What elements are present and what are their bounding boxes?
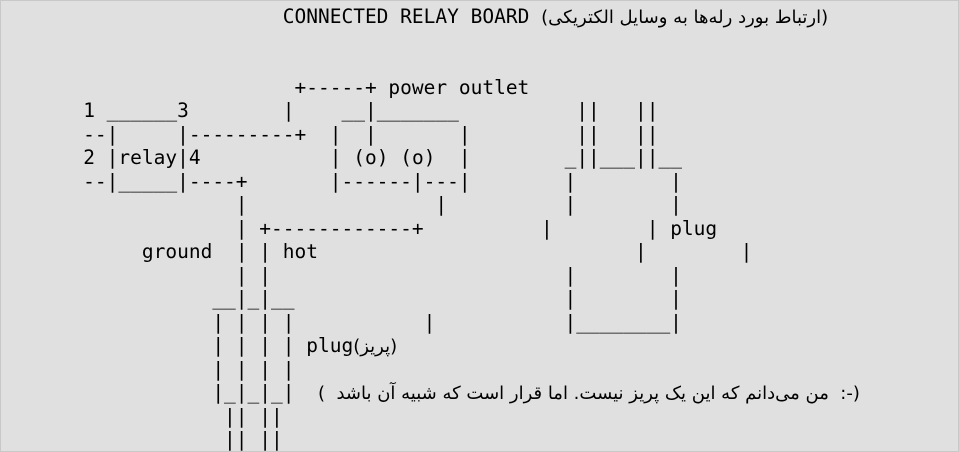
power-outlet-label: power outlet (388, 75, 530, 99)
hot-label: hot (282, 240, 319, 263)
plug-body-line: | | | | (1, 357, 295, 381)
relay-wire-line: --| |---------+ | | | || || (1, 122, 659, 146)
wire-line: | | | | (1, 263, 682, 287)
plug-right-label: plug (670, 216, 718, 240)
relay-pin-4-label: 4 (188, 146, 201, 169)
relay-pin-2-label: 2 (83, 146, 95, 169)
relay-pin-1-label: 1 (83, 99, 95, 122)
plug-body-line: | | | | | |________| (1, 310, 682, 334)
relay-top-line: 1 ______3 | __|_______ || || (83, 99, 659, 122)
plug-note-persian: (-: من می‌دانم که این یک پریز نیست. اما … (317, 383, 860, 404)
plug-prongs-line: || || (1, 404, 283, 428)
plug-bottom-label: plug (306, 334, 354, 357)
plug-bottom-label-persian: (پریز) (353, 336, 398, 357)
relay-label: relay (118, 146, 178, 169)
ground-label: ground (141, 240, 213, 263)
blank-line (1, 52, 958, 76)
wire-junction-line: | +------------+ | | plug (1, 216, 718, 240)
plug-note-line: |_|_|_| (-: من می‌دانم که این یک پریز نی… (1, 381, 860, 404)
plug-top-line: __|_|__ | | (1, 287, 682, 310)
ascii-diagram: CONNECTED RELAY BOARD (ارتباط بورد رله‌ه… (1, 5, 958, 451)
plug-prongs-line: || || (1, 428, 283, 451)
ground-hot-line: ground | | hot | | (141, 240, 753, 263)
title-line: CONNECTED RELAY BOARD (ارتباط بورد رله‌ه… (1, 5, 958, 29)
relay-pin-3-label: 3 (177, 99, 189, 122)
diagram-title: CONNECTED RELAY BOARD (282, 5, 530, 28)
diagram-title-persian: (ارتباط بورد رله‌ها به وسایل الکتریکی) (541, 7, 829, 28)
wire-line: | | | | (1, 193, 682, 216)
relay-body-line: 2 |relay|4 | (o) (o) | _||___||__ (83, 146, 682, 169)
outlet-top-line: +-----+ power outlet (1, 75, 530, 99)
relay-bottom-line: --|_____|----+ |------|---| | | (1, 169, 682, 193)
outlet-holes: (o) (o) (353, 146, 436, 169)
plug-label-line: | | | | plug(پریز) (1, 334, 398, 357)
blank-line (1, 29, 958, 53)
